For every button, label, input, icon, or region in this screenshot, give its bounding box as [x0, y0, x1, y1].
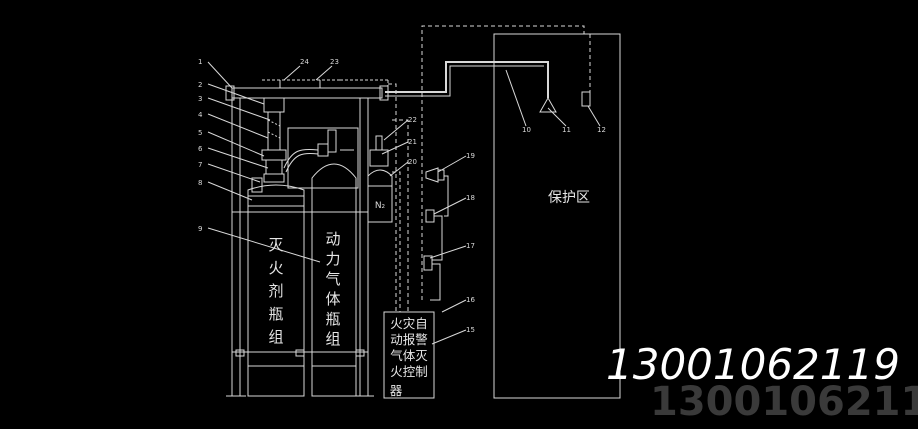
agent-cylinder-label-5: 组	[268, 328, 283, 346]
nozzle-icon	[539, 96, 557, 113]
callout-20: 20	[408, 158, 417, 166]
callout-2: 2	[198, 81, 202, 89]
callout-12: 12	[597, 126, 606, 134]
controller-label-4: 火控制	[390, 364, 428, 379]
protected-zone-label: 保护区	[548, 190, 590, 206]
callout-5: 5	[198, 129, 202, 137]
callout-21: 21	[408, 138, 417, 146]
callout-23: 23	[330, 58, 339, 66]
alarm-bell-icon	[425, 167, 439, 183]
fire-control-panel	[383, 311, 435, 399]
power-gas-hose	[283, 148, 319, 169]
power-cylinder-label-4: 体	[325, 290, 340, 308]
callout-9: 9	[198, 225, 202, 233]
power-gas-cylinder	[311, 163, 357, 397]
controller-label-1: 火灾自	[390, 316, 428, 331]
manifold-beam	[231, 87, 383, 99]
callout-18: 18	[466, 194, 475, 202]
callout-17: 17	[466, 242, 475, 250]
callout-1: 1	[198, 58, 202, 66]
agent-cylinder-label-3: 剂	[268, 282, 283, 300]
protected-zone-room	[493, 33, 621, 399]
power-cylinder-label-3: 气	[325, 270, 340, 288]
watermark-phone: 13001062119	[606, 340, 900, 389]
callout-6: 6	[198, 145, 203, 153]
callout-19: 19	[466, 152, 475, 160]
power-cylinder-label-6: 组	[325, 330, 340, 348]
power-cylinder-label-2: 力	[325, 250, 340, 268]
discharge-pipe	[385, 61, 549, 98]
controller-label-3: 气体灭	[390, 348, 428, 363]
agent-cylinder-label-4: 瓶	[268, 305, 283, 323]
controller-label-2: 动报警	[390, 332, 428, 347]
agent-cylinder-label-1: 灭	[268, 236, 283, 254]
callout-16: 16	[466, 296, 475, 304]
callout-22: 22	[408, 116, 417, 124]
check-valve	[263, 97, 285, 113]
callout-4: 4	[198, 111, 203, 119]
agent-cylinder-label-2: 火	[268, 259, 283, 277]
controller-label-5: 器	[390, 383, 403, 398]
callout-11: 11	[562, 126, 571, 134]
nitrogen-cylinder	[367, 169, 393, 223]
power-cylinder-label-5: 瓶	[325, 310, 340, 328]
callout-10: 10	[522, 126, 531, 134]
callout-24: 24	[300, 58, 309, 66]
callout-7: 7	[198, 161, 202, 169]
power-cylinder-label-1: 动	[325, 230, 340, 248]
watermark-shadow: 13001062119	[650, 379, 918, 425]
signal-line-top	[421, 25, 585, 300]
nitrogen-cylinder-label: N₂	[375, 201, 386, 211]
detector-icon	[581, 91, 591, 107]
abort-button-icon	[423, 255, 433, 271]
manual-station-icon	[425, 209, 435, 223]
callout-3: 3	[198, 95, 202, 103]
callout-8: 8	[198, 179, 202, 187]
agent-cylinder	[247, 184, 305, 397]
callout-15: 15	[466, 326, 475, 334]
discharge-pipe-inner	[385, 65, 544, 97]
